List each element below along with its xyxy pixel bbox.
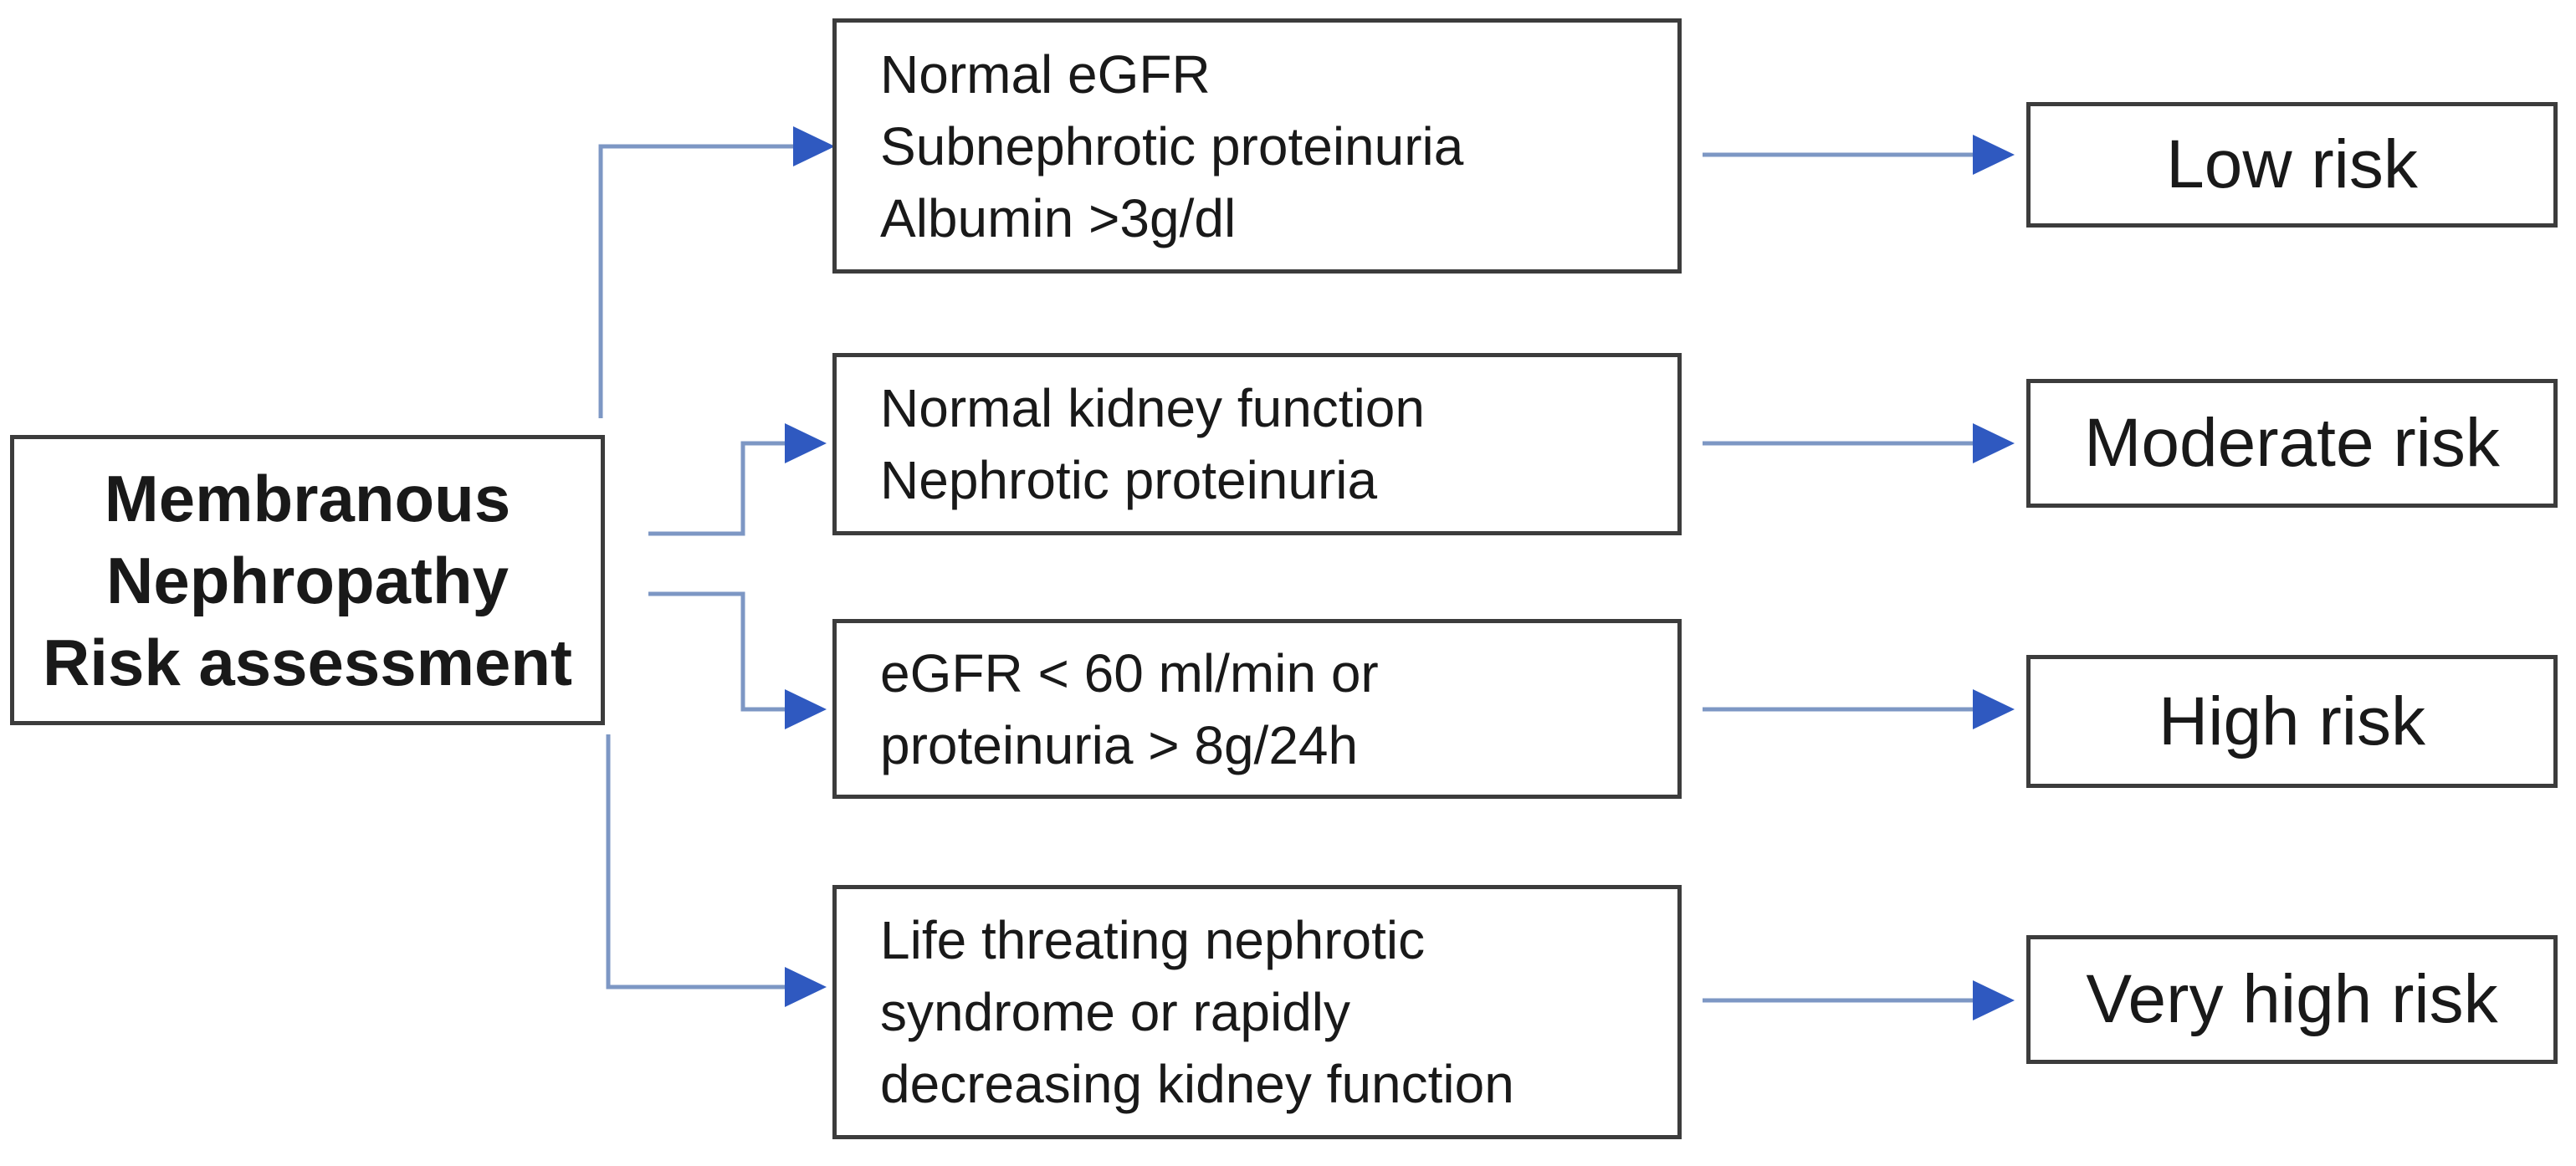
arrowhead-icon	[793, 126, 835, 166]
connector-line	[648, 591, 788, 712]
criteria-line: Nephrotic proteinuria	[880, 450, 1378, 510]
criteria-line: Life threating nephrotic	[880, 910, 1426, 970]
arrowhead-icon	[785, 689, 827, 729]
risk-box-moderate: Moderate risk	[2026, 379, 2558, 508]
criteria-box-very-high-risk: Life threating nephrotic syndrome or rap…	[832, 885, 1682, 1139]
risk-label: Moderate risk	[2084, 405, 2500, 481]
risk-box-low: Low risk	[2026, 102, 2558, 228]
arrowhead-icon	[1973, 689, 2015, 729]
arrowhead-icon	[1973, 135, 2015, 175]
criteria-line: proteinuria > 8g/24h	[880, 714, 1359, 775]
source-line: Risk assessment	[42, 625, 573, 699]
arrowhead-icon	[785, 423, 827, 463]
arrowhead-icon	[1973, 980, 2015, 1020]
arrowhead-icon	[1973, 423, 2015, 463]
criteria-box-moderate-risk: Normal kidney function Nephrotic protein…	[832, 353, 1682, 535]
risk-box-high: High risk	[2026, 655, 2558, 788]
risk-label: Low risk	[2166, 126, 2418, 202]
connector-line	[606, 734, 786, 990]
connector-line	[598, 144, 795, 418]
arrowhead-icon	[785, 967, 827, 1007]
criteria-line: Normal kidney function	[880, 378, 1425, 438]
criteria-line: eGFR < 60 ml/min or	[880, 642, 1379, 703]
risk-box-very-high: Very high risk	[2026, 935, 2558, 1064]
connector-line	[648, 441, 788, 536]
source-box-membranous-nephropathy: Membranous Nephropathy Risk assessment	[10, 435, 605, 725]
criteria-line: Albumin >3g/dl	[880, 187, 1237, 248]
criteria-line: Normal eGFR	[880, 43, 1211, 105]
criteria-line: decreasing kidney function	[880, 1054, 1514, 1114]
risk-label: High risk	[2159, 683, 2425, 759]
criteria-box-low-risk: Normal eGFR Subnephrotic proteinuria Alb…	[832, 18, 1682, 274]
source-line: Nephropathy	[105, 543, 510, 617]
risk-label: Very high risk	[2086, 961, 2498, 1037]
criteria-line: syndrome or rapidly	[880, 982, 1350, 1042]
source-line: Membranous	[104, 461, 511, 535]
criteria-box-high-risk: eGFR < 60 ml/min or proteinuria > 8g/24h	[832, 619, 1682, 799]
criteria-line: Subnephrotic proteinuria	[880, 115, 1464, 176]
